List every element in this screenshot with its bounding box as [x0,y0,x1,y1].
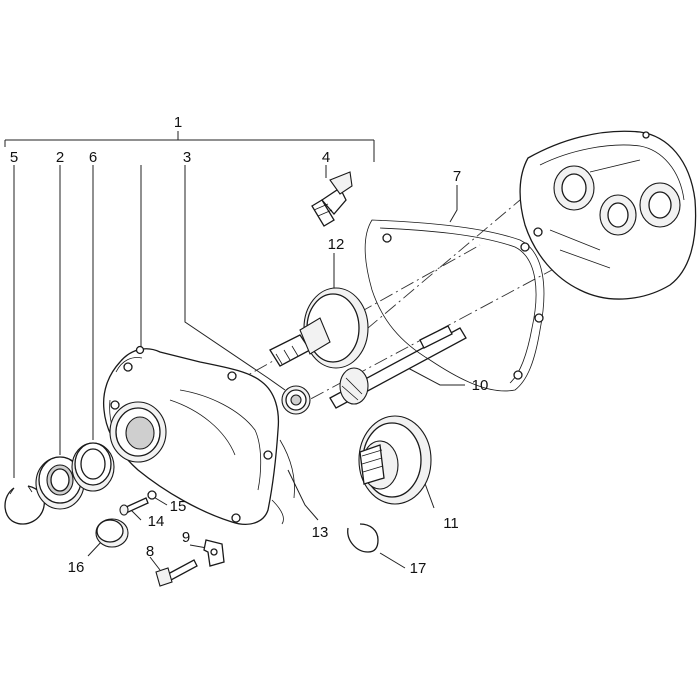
spring-clip-part [347,523,379,553]
callout-12: 12 [328,236,345,253]
bearing-part [35,456,85,510]
rear-housing-part [519,130,697,300]
callout-15: 15 [170,498,187,515]
shaft-part [311,171,353,227]
callout-10: 10 [472,377,489,394]
axis-lines [149,199,581,431]
callout-7: 7 [453,168,461,185]
transmission-cover-part [102,345,295,525]
callout-8: 8 [146,543,154,560]
callout-3: 3 [183,149,191,166]
callout-4: 4 [322,149,330,166]
callout-11: 11 [443,515,459,532]
small-bearing-part [281,385,311,415]
gear-shaft-part [269,287,369,369]
gasket-part [364,219,545,392]
callout-13: 13 [312,524,329,541]
callout-14: 14 [148,513,165,530]
callout-16: 16 [68,559,85,576]
callout-17: 17 [410,560,427,577]
callout-9: 9 [182,529,190,546]
callout-5: 5 [10,149,18,166]
cap-part [95,518,129,548]
oil-seal-part [71,442,115,492]
screw-part [119,490,157,516]
bolt-part [155,559,198,587]
callout-6: 6 [89,149,97,166]
gear-cluster-part [358,415,432,505]
callout-2: 2 [56,149,64,166]
bracket-part [203,539,225,567]
callout-labels: 1 2 3 4 5 6 7 8 9 10 11 12 13 14 15 16 1… [10,114,489,577]
callout-1: 1 [174,114,182,131]
